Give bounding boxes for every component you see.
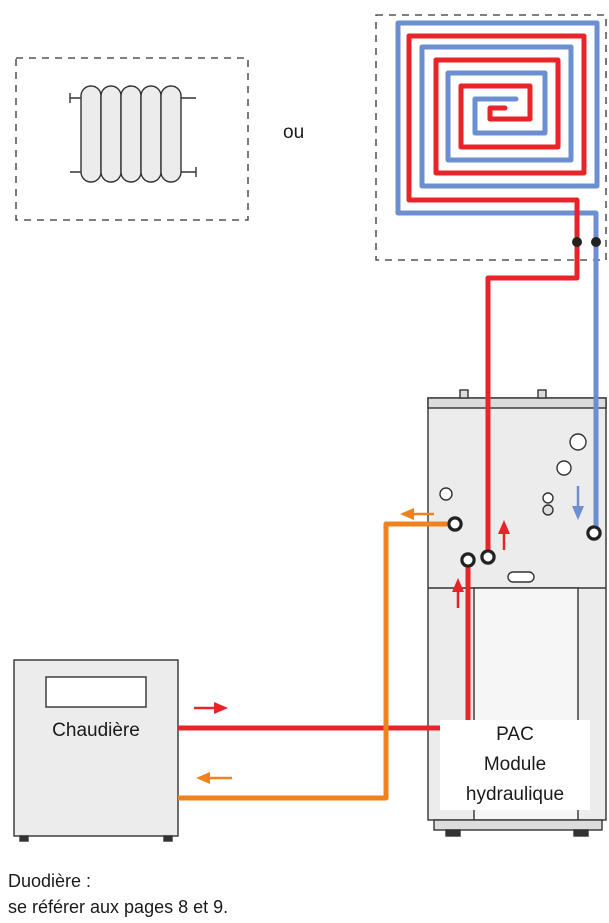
- or-label: ou: [283, 122, 305, 143]
- flow-arrow-red-in: [452, 578, 464, 608]
- radiator-option: [15, 57, 249, 221]
- boiler-label: Chaudière: [52, 720, 140, 741]
- boiler-unit: [13, 659, 179, 842]
- flow-arrow-boiler-in: [196, 772, 232, 784]
- heatpump-label: PAC Module hydraulique: [440, 720, 590, 810]
- floor-supply-junction: [572, 237, 582, 247]
- underfloor-frame: [375, 14, 607, 261]
- pipe-fittings: [447, 516, 602, 568]
- radiator-frame: [15, 57, 249, 221]
- heatpump-label-line1: PAC: [496, 724, 534, 745]
- boiler-return-pipe: [178, 521, 455, 801]
- floor-return-junction: [591, 237, 601, 247]
- underfloor-heating-option: [375, 14, 607, 261]
- caption-line1: Duodière :: [8, 871, 92, 891]
- caption-line2: se référer aux pages 8 et 9.: [8, 897, 229, 917]
- floor-supply-pipe: [485, 242, 580, 560]
- radiator-icon: [69, 85, 197, 183]
- flow-arrow-boiler-out: [194, 702, 228, 714]
- flow-arrow-orange-out: [400, 508, 434, 520]
- flow-arrow-blue-down: [572, 486, 584, 520]
- underfloor-coil-icon: [395, 20, 600, 248]
- flow-arrow-red-up: [498, 520, 510, 550]
- caption: Duodière : se référer aux pages 8 et 9.: [8, 868, 228, 920]
- heatpump-label-line2: Module: [483, 754, 547, 775]
- heatpump-label-line3: hydraulique: [465, 784, 565, 805]
- boiler-supply-pipe: [178, 560, 471, 731]
